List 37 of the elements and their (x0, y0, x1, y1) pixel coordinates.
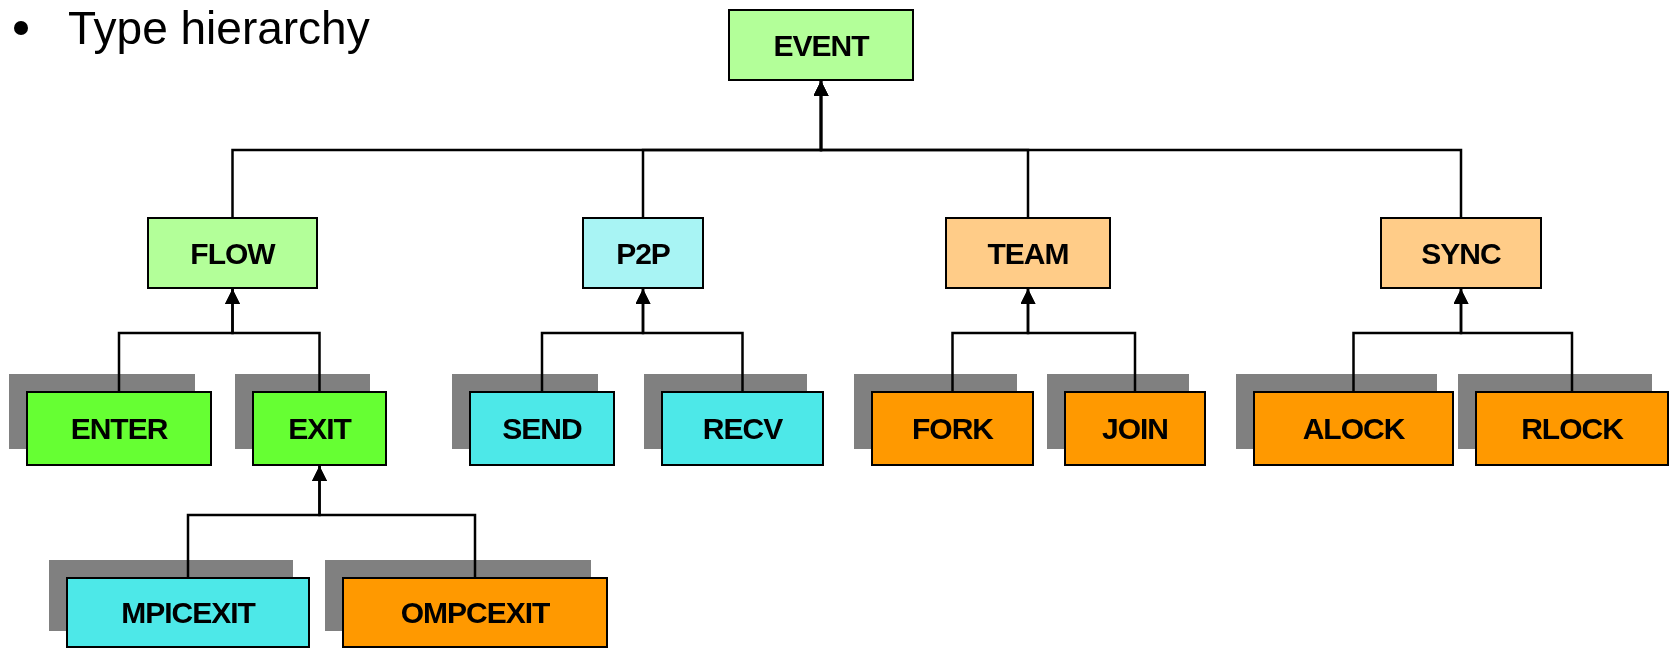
type-name: P2P (616, 235, 670, 272)
type-box (661, 391, 824, 466)
type-name: TEAM (987, 235, 1069, 272)
type-box (26, 391, 212, 466)
connector-arrow (225, 289, 321, 391)
type-box (728, 9, 914, 81)
type-name: SEND (502, 411, 582, 447)
type-name: ENTER (70, 411, 168, 447)
type-box (252, 391, 387, 466)
connector-arrow (1020, 289, 1137, 391)
type-box (945, 217, 1111, 289)
type-box (342, 577, 608, 648)
type-box (469, 391, 615, 466)
heading: Type hierarchy (68, 1, 370, 56)
type-box (147, 217, 318, 289)
type-box (1064, 391, 1206, 466)
type-box (1475, 391, 1669, 466)
type-name: RECV (702, 411, 783, 447)
type-box (1253, 391, 1454, 466)
type-name: FORK (912, 411, 993, 447)
type-name: FLOW (190, 235, 275, 272)
type-name: RLOCK (1521, 411, 1623, 447)
type-name: OMPCEXIT (400, 595, 550, 631)
connector-arrow (312, 466, 477, 577)
type-name: SYNC (1421, 235, 1501, 272)
connector-arrow (813, 81, 1463, 217)
type-name: ALOCK (1302, 411, 1405, 447)
type-name: EVENT (773, 27, 869, 64)
connector-arrow (1453, 289, 1574, 391)
type-box (582, 217, 704, 289)
type-box (1380, 217, 1542, 289)
type-box (66, 577, 310, 648)
type-box (871, 391, 1034, 466)
type-name: JOIN (1102, 411, 1168, 447)
connector-arrow (635, 289, 744, 391)
type-name: EXIT (288, 411, 351, 447)
type-name: MPICEXIT (121, 595, 255, 631)
